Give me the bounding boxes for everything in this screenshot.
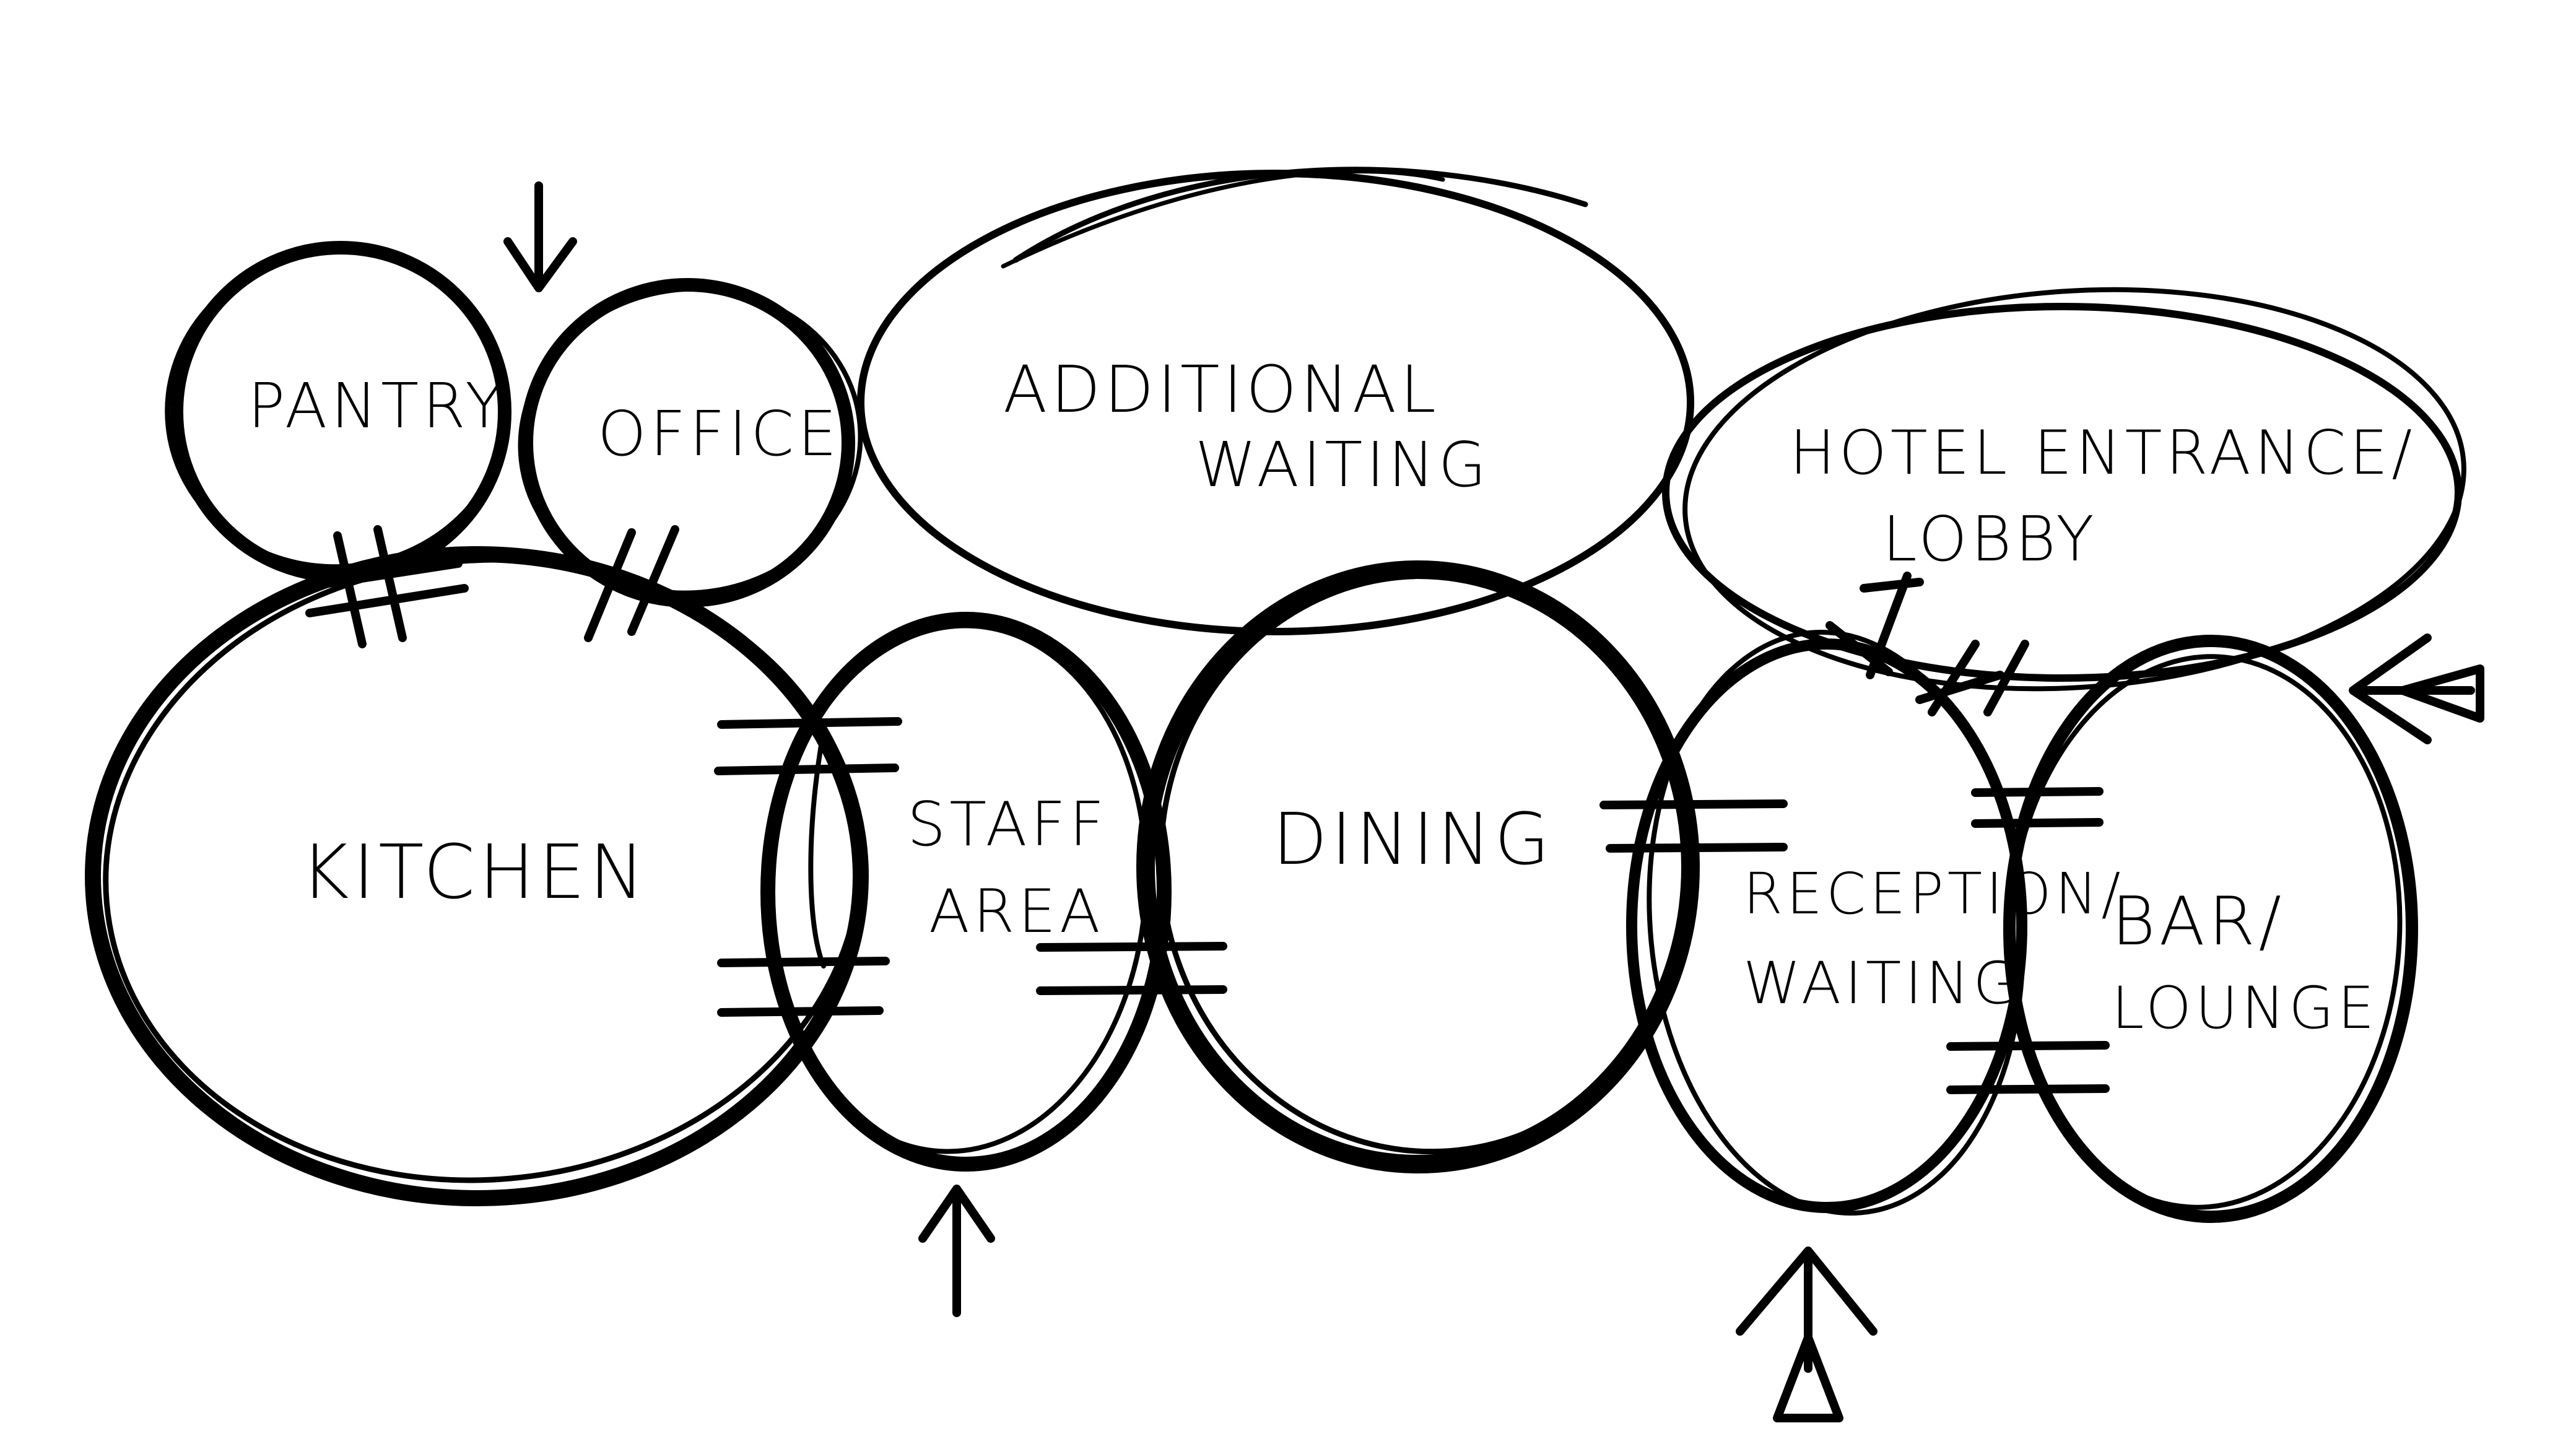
kitchen-staff-link-upper — [714, 717, 902, 775]
additional-waiting-label-line1: ADDITIONAL — [1003, 352, 1440, 427]
additional-waiting-label-line2: WAITING — [1195, 429, 1490, 501]
hotel-lobby-label-line1: HOTEL ENTRANCE/ — [1790, 418, 2416, 489]
staff-area-label-line2: AREA — [929, 877, 1104, 946]
additional-waiting-bubble — [857, 167, 1694, 635]
pantry-kitchen-link — [293, 525, 469, 648]
reception-bar-link-lower — [1946, 1041, 2110, 1094]
reception-label-line1: RECEPTION/ — [1743, 861, 2124, 927]
bar-entry-arrow — [2349, 633, 2484, 744]
dining-reception-link — [1599, 799, 1788, 853]
reception-label-line2: WAITING — [1743, 950, 2022, 1017]
reception-main-entry-arrow — [1736, 1247, 1878, 1422]
kitchen-staff-link-lower — [717, 957, 890, 1017]
pantry-label: PANTRY — [248, 370, 507, 442]
staff-dining-link — [1036, 942, 1227, 995]
dining-label: DINING — [1273, 798, 1554, 881]
reception-waiting-bubble — [1626, 630, 2027, 1216]
lobby-entry-arrow — [1825, 572, 1924, 679]
office-entry-arrow — [503, 181, 577, 292]
office-label: OFFICE — [598, 398, 840, 470]
dining-bubble — [1136, 560, 1700, 1173]
office-kitchen-link — [584, 525, 679, 642]
bar-label-line2: LOUNGE — [2112, 975, 2378, 1042]
staff-entry-arrow — [918, 1185, 995, 1317]
bar-label-line1: BAR/ — [2112, 883, 2285, 960]
bar-lounge-bubble — [2003, 635, 2418, 1223]
hotel-lobby-label-line2: LOBBY — [1882, 503, 2097, 575]
kitchen-label: KITCHEN — [300, 830, 648, 916]
hotel-lobby-bubble — [1662, 287, 2466, 692]
staff-area-label-line1: STAFF — [907, 790, 1108, 860]
reception-bar-link-upper — [1971, 787, 2104, 828]
lobby-reception-link — [1915, 640, 2029, 716]
